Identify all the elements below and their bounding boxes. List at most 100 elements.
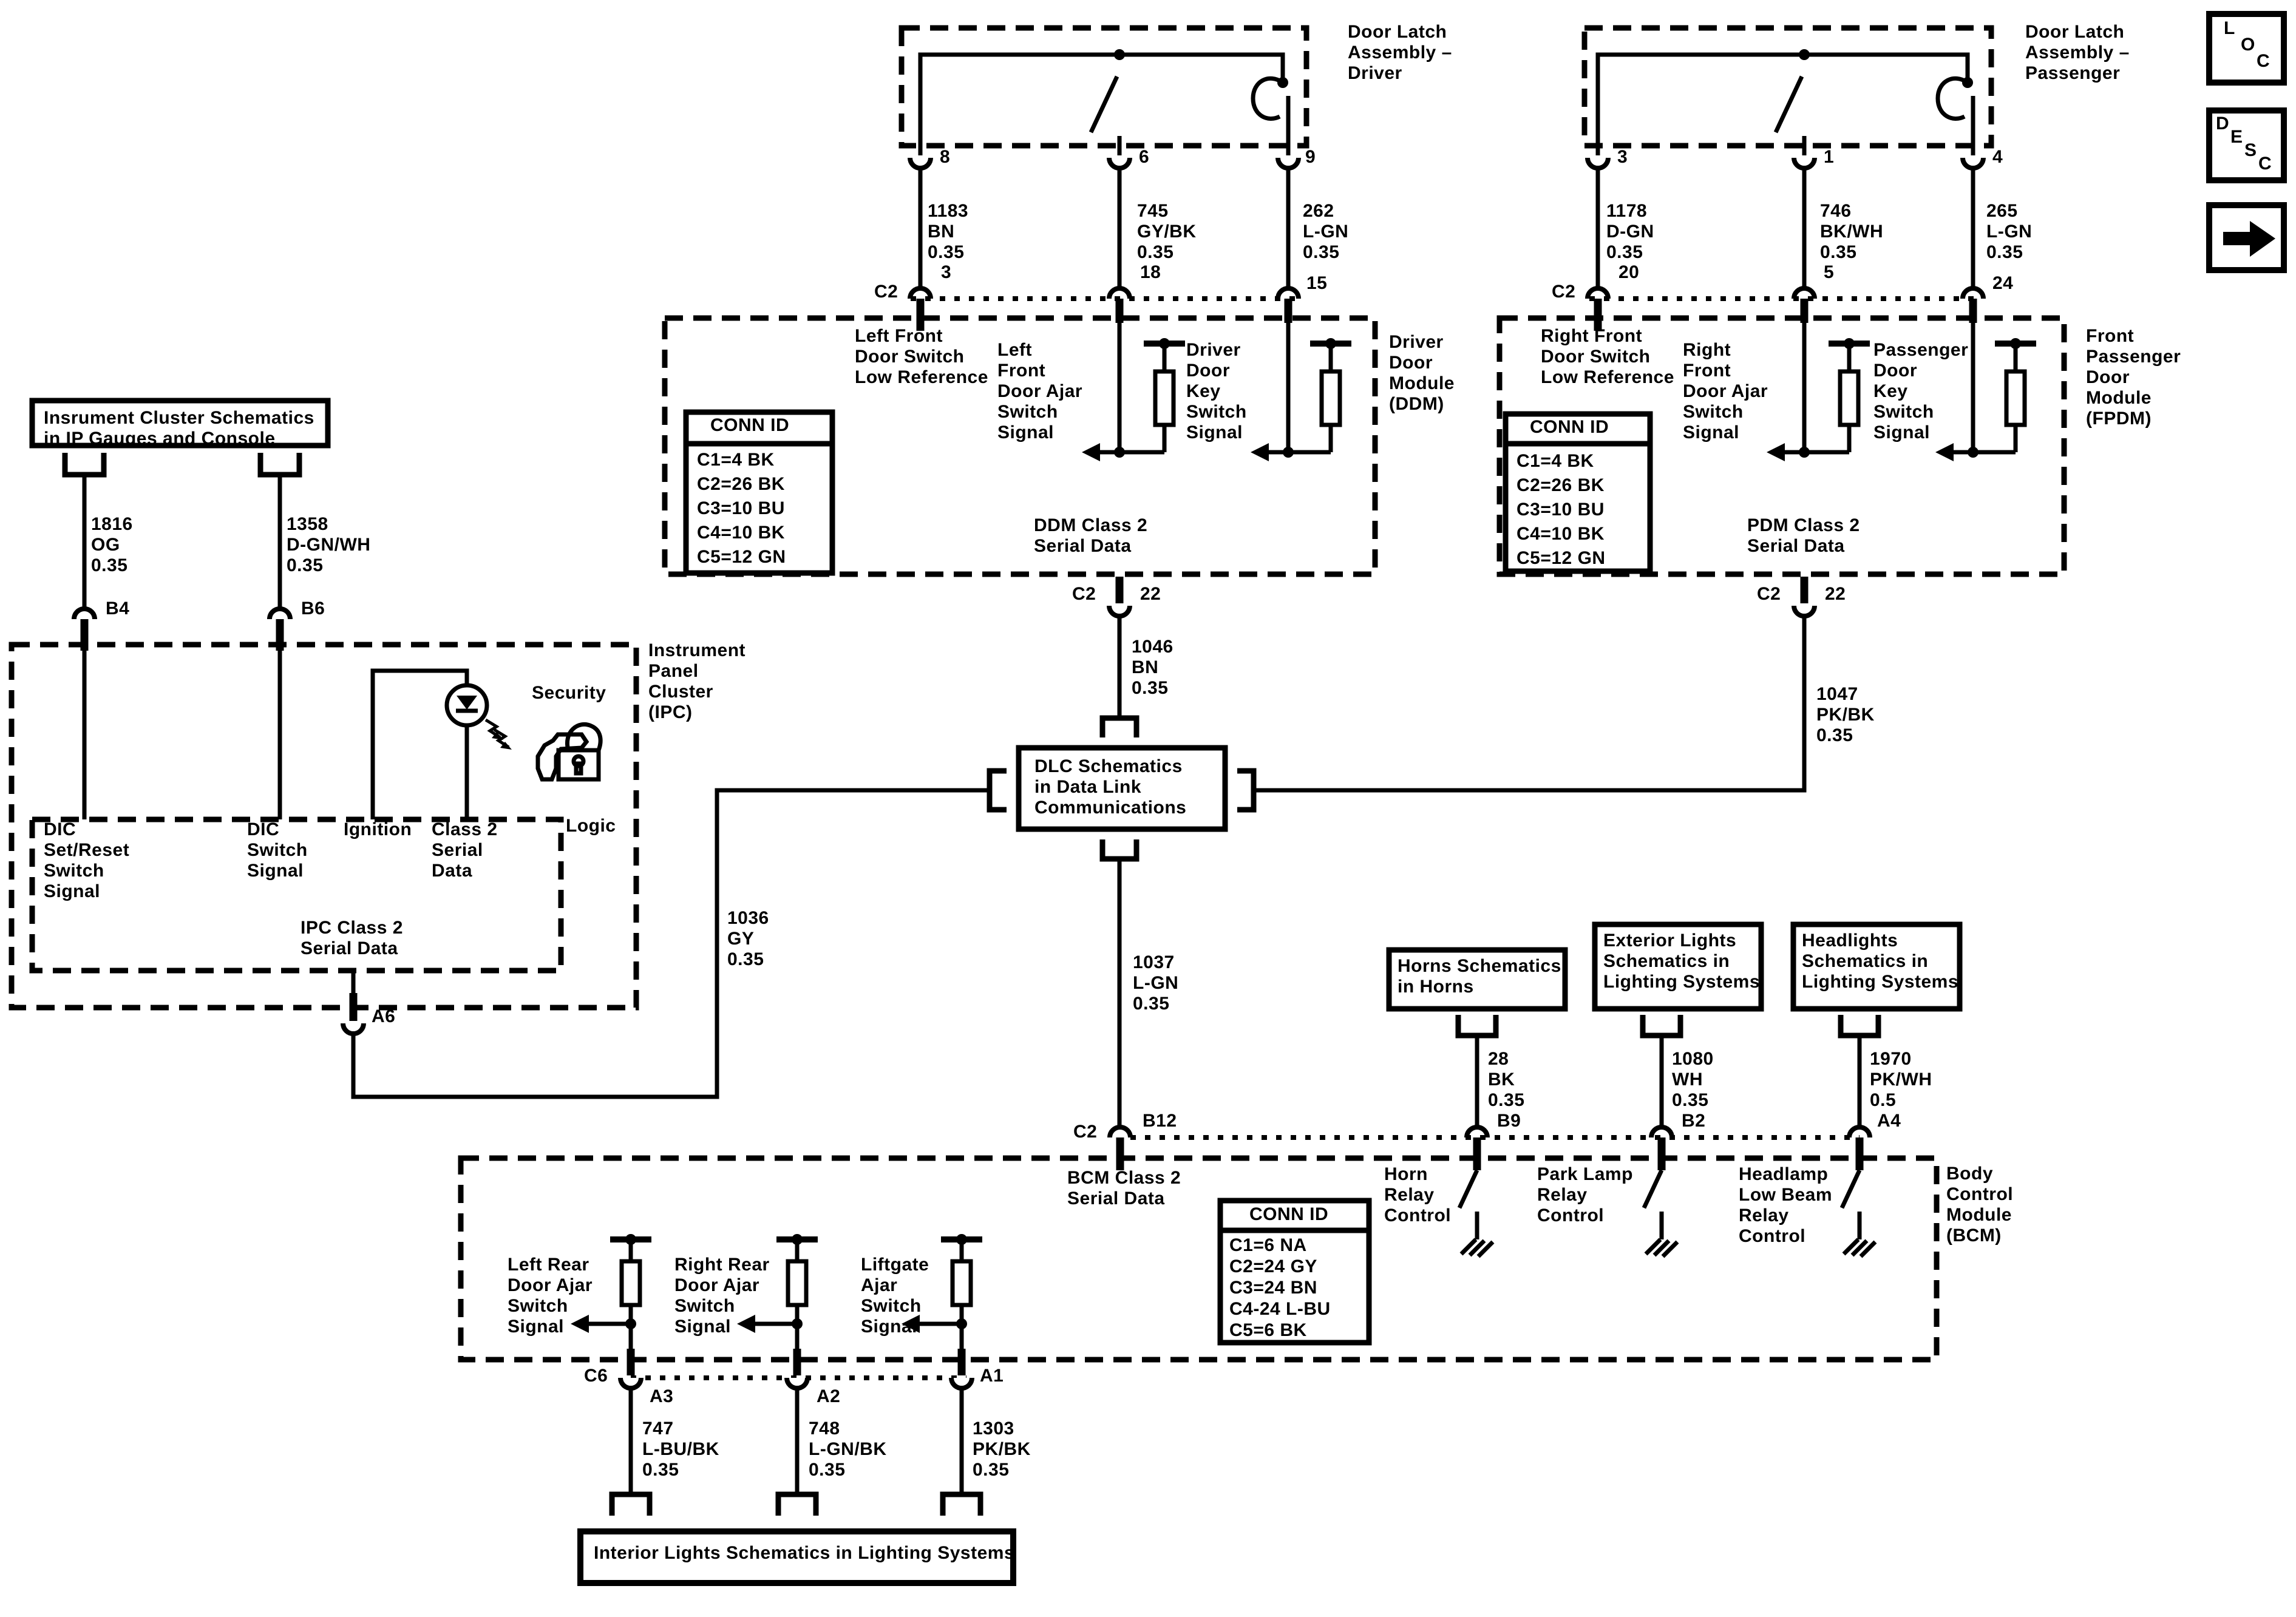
wire-1080-label: 1080 WH 0.35 (1672, 1049, 1714, 1110)
wire-1816-label: 1816 OG 0.35 (91, 514, 133, 575)
fpdm-box (1496, 315, 2067, 577)
wire-1303-label: 1303 PK/BK 0.35 (973, 1419, 1031, 1480)
wire-1970-label: 1970 PK/WH 0.5 (1870, 1049, 1932, 1110)
dlc-title: DLC Schematics in Data Link Communicatio… (1034, 756, 1187, 818)
wire-265-label: 265 L-GN 0.35 (1986, 201, 2033, 262)
bcm-bottom-connectors (618, 1349, 974, 1391)
fpdm-title: Front Passenger Door Module (FPDM) (2086, 326, 2181, 429)
passenger-latch-switches (1595, 49, 1975, 155)
wire-1358-label: 1358 D-GN/WH 0.35 (287, 514, 371, 575)
bcm-park-lamp-relay-label: Park Lamp Relay Control (1537, 1164, 1633, 1225)
instrument-cluster-link-title: Insrument Cluster Schematics in IP Gauge… (44, 408, 314, 449)
ipc-input-ignition: Ignition (344, 819, 412, 839)
loc-letter-o: O (2241, 35, 2255, 55)
bcm-relay-switches (1457, 1169, 1877, 1258)
ddm-serial-label: DDM Class 2 Serial Data (1034, 515, 1148, 556)
ipc-pin-b4: B4 (106, 598, 130, 619)
desc-letter-s: S (2244, 140, 2257, 160)
relay-wires (1475, 1036, 1862, 1127)
wire-1046-label: 1046 BN 0.35 (1132, 637, 1173, 698)
ipc-box (8, 642, 639, 1011)
fpdm-conn-id-table (1503, 411, 1653, 574)
interior-box-title: Interior Lights Schematics in Lighting S… (594, 1543, 1015, 1563)
passenger-door-latch-box (1581, 25, 1994, 149)
relay-source-brackets (1455, 1015, 1881, 1039)
bcm-b12-connector (1107, 1125, 1860, 1170)
loc-icon[interactable] (2206, 11, 2287, 86)
ddm-out-22: 22 (1140, 584, 1161, 604)
fpdm-interior (1767, 323, 2036, 461)
ddm-out-c2: C2 (1072, 584, 1096, 604)
driver-c2-connector-row (908, 286, 1301, 331)
exterior-box-title: Exterior Lights Schematics in Lighting S… (1603, 931, 1761, 992)
horns-schematics-box (1386, 947, 1568, 1012)
fpdm-out-22: 22 (1825, 584, 1846, 604)
wire-1036-label: 1036 GY 0.35 (727, 908, 769, 969)
desc-letter-d: D (2216, 114, 2230, 134)
wire-746-label: 746 BK/WH 0.35 (1820, 201, 1884, 262)
wire-1037-label: 1037 L-GN 0.35 (1133, 952, 1179, 1014)
fpdm-out-connector (1254, 577, 1817, 793)
passenger-latch-pin-connectors (1585, 157, 1986, 171)
dlc-schematics-box (1016, 745, 1228, 832)
wire-748-label: 748 L-GN/BK 0.35 (809, 1419, 887, 1480)
bcm-right-rear-ajar-label: Right Rear Door Ajar Switch Signal (674, 1255, 770, 1337)
bcm-pin-a3: A3 (650, 1386, 674, 1406)
ipc-input-dic-switch: DIC Switch Signal (247, 819, 308, 881)
passenger-pin-3: 3 (1617, 147, 1628, 167)
bcm-conn-id-header: CONN ID (1249, 1204, 1329, 1224)
ics-brackets (62, 453, 302, 478)
desc-letter-c: C (2258, 154, 2272, 174)
bcm-title: Body Control Module (BCM) (1946, 1164, 2014, 1246)
ipc-ignition-wire (370, 668, 469, 819)
ipc-input-dic-set-reset: DIC Set/Reset Switch Signal (44, 819, 130, 901)
bcm-pin-a2: A2 (817, 1386, 841, 1406)
wire-1178-label: 1178 D-GN 0.35 (1606, 201, 1654, 262)
loc-letter-l: L (2224, 18, 2235, 38)
passenger-c2-connector-row (1585, 286, 1986, 331)
loc-letter-c: C (2257, 51, 2271, 71)
bcm-serial-label: BCM Class 2 Serial Data (1067, 1168, 1181, 1209)
interior-lights-brackets (609, 1491, 983, 1516)
bcm-horn-relay-label: Horn Relay Control (1384, 1164, 1452, 1225)
bcm-conn-id-table (1217, 1198, 1372, 1346)
ipc-serial-label: IPC Class 2 Serial Data (301, 918, 403, 958)
ddm-signal-key-switch: Driver Door Key Switch Signal (1186, 340, 1247, 442)
passenger-c2-pin-5: 5 (1824, 262, 1835, 282)
ddm-conn-id-table (683, 409, 835, 576)
ddm-conn-id-header: CONN ID (710, 415, 790, 435)
bcm-liftgate-ajar-label: Liftgate Ajar Switch Signal (861, 1255, 929, 1337)
driver-latch-title: Door Latch Assembly – Driver (1348, 22, 1452, 83)
driver-pin-8: 8 (940, 147, 951, 167)
bcm-relay-connectors (1464, 1125, 1872, 1170)
wire-745-label: 745 GY/BK 0.35 (1137, 201, 1197, 262)
driver-c2-label: C2 (874, 282, 898, 302)
security-led-icon (444, 683, 512, 750)
desc-icon[interactable] (2206, 107, 2287, 183)
bcm-headlamp-relay-label: Headlamp Low Beam Relay Control (1739, 1164, 1833, 1246)
bcm-pin-b2: B2 (1682, 1111, 1706, 1131)
bcm-in-b12: B12 (1143, 1111, 1177, 1131)
bcm-pin-a4: A4 (1877, 1111, 1901, 1131)
bcm-left-rear-ajar-label: Left Rear Door Ajar Switch Signal (508, 1255, 593, 1337)
driver-pin-6: 6 (1139, 147, 1150, 167)
driver-latch-pin-connectors (908, 157, 1301, 171)
ddm-box (662, 315, 1378, 577)
ddm-out-connector (1107, 577, 1132, 718)
fpdm-signal-low-reference: Right Front Door Switch Low Reference (1541, 326, 1674, 387)
passenger-pin-4: 4 (1992, 147, 2003, 167)
driver-c2-pin-18: 18 (1140, 262, 1161, 282)
fpdm-signal-door-ajar: Right Front Door Ajar Switch Signal (1683, 340, 1768, 442)
next-page-arrow-icon[interactable] (2206, 202, 2287, 273)
desc-letter-e: E (2230, 127, 2243, 147)
wire-28-label: 28 BK 0.35 (1488, 1049, 1525, 1110)
ics-wires (82, 475, 282, 609)
ipc-title: Instrument Panel Cluster (IPC) (648, 640, 746, 722)
ipc-in-connectors (72, 606, 293, 819)
exterior-lights-schematics-box (1592, 921, 1764, 1012)
bcm-pin-b9: B9 (1497, 1111, 1521, 1131)
ipc-input-class2: Class 2 Serial Data (432, 819, 498, 881)
